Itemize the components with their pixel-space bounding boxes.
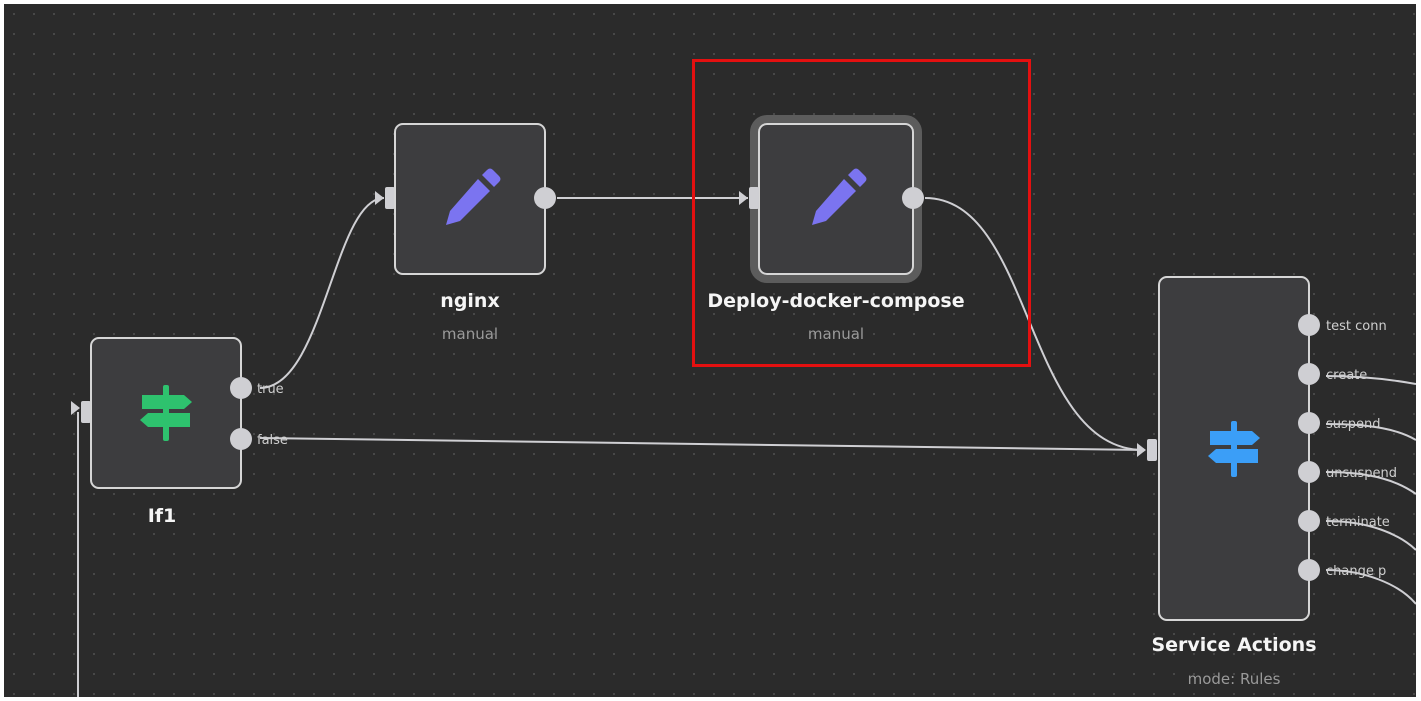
edge-service-out-create[interactable]	[1325, 375, 1416, 385]
nginx-subtitle: manual	[441, 325, 499, 343]
node-deploy-docker-compose[interactable]	[758, 123, 914, 275]
service-output-4-handle[interactable]	[1298, 461, 1320, 483]
node-nginx[interactable]	[394, 123, 546, 275]
service-actions-input-handle[interactable]	[1147, 439, 1157, 461]
deploy-output-handle[interactable]	[902, 187, 924, 209]
workflow-canvas[interactable]: true false If1 nginx manual Deploy-docke…	[4, 4, 1416, 697]
service-output-1-label: test conn	[1326, 319, 1387, 334]
deploy-subtitle: manual	[807, 325, 865, 343]
edge-if1-false-to-service-actions[interactable]	[259, 437, 1145, 451]
service-output-6-label: change p	[1326, 564, 1387, 579]
if1-input-handle[interactable]	[81, 401, 91, 423]
deploy-input-handle[interactable]	[749, 187, 759, 209]
connections-layer	[77, 197, 1416, 697]
edge-service-out-suspend[interactable]	[1325, 423, 1416, 441]
if1-output-false-label: false	[257, 433, 288, 448]
service-output-3-handle[interactable]	[1298, 412, 1320, 434]
if1-output-true-handle[interactable]	[230, 377, 252, 399]
if1-title: If1	[147, 505, 177, 527]
service-output-2-label: create	[1326, 368, 1368, 383]
service-output-6-handle[interactable]	[1298, 559, 1320, 581]
service-actions-input-arrow	[1137, 443, 1146, 457]
service-actions-title: Service Actions	[1151, 634, 1317, 656]
service-output-5-label: terminate	[1326, 515, 1390, 530]
edge-if1-true-to-nginx[interactable]	[259, 197, 385, 389]
node-if1[interactable]	[90, 337, 242, 489]
if1-input-arrow	[71, 401, 80, 415]
node-service-actions[interactable]	[1158, 276, 1310, 621]
service-output-5-handle[interactable]	[1298, 510, 1320, 532]
edge-service-out-change[interactable]	[1325, 569, 1416, 605]
highlight-box	[692, 59, 1031, 367]
edge-service-out-terminate[interactable]	[1325, 520, 1416, 551]
signpost-icon	[1202, 417, 1266, 481]
if1-output-false-handle[interactable]	[230, 428, 252, 450]
service-actions-subtitle: mode: Rules	[1187, 670, 1281, 688]
service-output-3-label: suspend	[1326, 417, 1381, 432]
deploy-input-arrow	[739, 191, 748, 205]
pencil-icon	[804, 167, 868, 231]
service-output-2-handle[interactable]	[1298, 363, 1320, 385]
nginx-title: nginx	[440, 290, 500, 312]
nginx-input-arrow	[375, 191, 384, 205]
pencil-icon	[438, 167, 502, 231]
nginx-input-handle[interactable]	[385, 187, 395, 209]
service-output-1-handle[interactable]	[1298, 314, 1320, 336]
nginx-output-handle[interactable]	[534, 187, 556, 209]
service-output-4-label: unsuspend	[1326, 466, 1398, 481]
if1-output-true-label: true	[257, 382, 284, 397]
edge-service-out-unsuspend[interactable]	[1325, 471, 1416, 495]
signpost-icon	[134, 381, 198, 445]
deploy-title: Deploy-docker-compose	[707, 290, 965, 312]
